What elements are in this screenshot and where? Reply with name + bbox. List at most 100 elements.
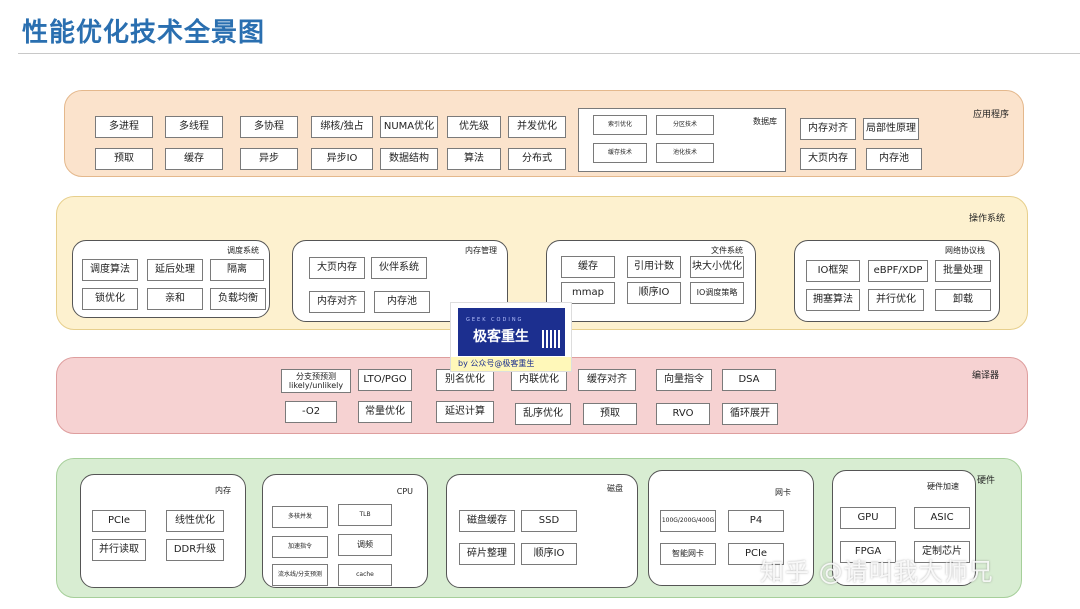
os-item: 块大小优化 (690, 256, 744, 278)
os-item: 缓存 (561, 256, 615, 278)
fs-group: 文件系统 (546, 240, 756, 322)
hw-item: 磁盘缓存 (459, 510, 515, 532)
os-item: mmap (561, 282, 615, 304)
app-item: 多线程 (165, 116, 223, 138)
app-item: 异步 (240, 148, 298, 170)
hw-item: P4 (728, 510, 784, 532)
os-item: 大页内存 (309, 257, 365, 279)
os-item: 延后处理 (147, 259, 203, 281)
compiler-item: 常量优化 (358, 401, 412, 423)
compiler-item: RVO (656, 403, 710, 425)
qr-banner: GEEK CODING 极客重生 (458, 308, 565, 356)
app-item: NUMA优化 (380, 116, 438, 138)
os-item: eBPF/XDP (868, 260, 928, 282)
compiler-item: 内联优化 (511, 369, 567, 391)
hw-item: 并行读取 (92, 539, 146, 561)
qr-line2: 极客重生 (473, 329, 529, 345)
title-divider (18, 53, 1080, 54)
hw-accel-label: 硬件加速 (927, 482, 959, 491)
hw-cpu-label: CPU (396, 487, 413, 496)
hw-item: 线性优化 (166, 510, 224, 532)
layer-os-label: 操作系统 (968, 214, 1005, 224)
hw-item: 多核并发 (272, 506, 328, 528)
hw-item: GPU (840, 507, 896, 529)
compiler-item: LTO/PGO (358, 369, 412, 391)
os-item: 顺序IO (627, 282, 681, 304)
layer-application-label: 应用程序 (972, 110, 1009, 120)
qr-caption: by 公众号@极客重生 (458, 359, 535, 368)
qr-highlight (451, 357, 571, 371)
os-item: 负载均衡 (210, 288, 266, 310)
app-item: 局部性原理 (863, 118, 919, 140)
os-item: 隔离 (210, 259, 264, 281)
fs-label: 文件系统 (711, 246, 743, 255)
hw-item: 流水线/分支预测 (272, 564, 328, 586)
hw-item: FPGA (840, 541, 896, 563)
compiler-item: DSA (722, 369, 776, 391)
qr-code-icon (542, 330, 560, 348)
app-item: 并发优化 (508, 116, 566, 138)
os-item: 内存对齐 (309, 291, 365, 313)
compiler-item: 延迟计算 (436, 401, 494, 423)
app-item: 预取 (95, 148, 153, 170)
app-item: 数据结构 (380, 148, 438, 170)
os-item: 引用计数 (627, 256, 681, 278)
mm-label: 内存管理 (465, 246, 497, 255)
app-item: 多协程 (240, 116, 298, 138)
net-label: 网络协议栈 (945, 246, 985, 255)
sched-label: 调度系统 (227, 246, 259, 255)
os-item: 伙伴系统 (371, 257, 427, 279)
qr-line1: GEEK CODING (466, 317, 524, 323)
hw-item: DDR升级 (166, 539, 224, 561)
os-item: IO框架 (806, 260, 860, 282)
compiler-item: 别名优化 (436, 369, 494, 391)
app-item: 多进程 (95, 116, 153, 138)
app-item: 算法 (447, 148, 501, 170)
compiler-item: 乱序优化 (515, 403, 571, 425)
hw-item: ASIC (914, 507, 970, 529)
hw-item: 碎片整理 (459, 543, 515, 565)
hw-item: 智能网卡 (660, 543, 716, 565)
db-item: 索引优化 (593, 115, 647, 135)
hw-item: 100G/200G/400G (660, 510, 716, 532)
compiler-item: 分支预预测 likely/unlikely (281, 369, 351, 393)
os-item: 批量处理 (935, 260, 991, 282)
hw-item: cache (338, 564, 392, 586)
app-item: 优先级 (447, 116, 501, 138)
app-item: 内存池 (866, 148, 922, 170)
hw-item: PCIe (92, 510, 146, 532)
os-item: 调度算法 (82, 259, 138, 281)
page-title: 性能优化技术全景图 (22, 18, 266, 48)
compiler-item: -O2 (285, 401, 337, 423)
hw-item: SSD (521, 510, 577, 532)
os-item: 亲和 (147, 288, 203, 310)
watermark: 知乎 @请叫我大师兄 (760, 558, 994, 586)
hw-nic-label: 网卡 (775, 488, 791, 497)
hw-mem-label: 内存 (215, 486, 231, 495)
hw-item: PCIe (728, 543, 784, 565)
hw-item: 顺序IO (521, 543, 577, 565)
app-item: 分布式 (508, 148, 566, 170)
app-item: 异步IO (311, 148, 373, 170)
hw-item: 定制芯片 (914, 541, 970, 563)
app-item: 大页内存 (800, 148, 856, 170)
hw-item: 加速指令 (272, 536, 328, 558)
compiler-item: 预取 (583, 403, 637, 425)
os-item: 内存池 (374, 291, 430, 313)
compiler-item: 向量指令 (656, 369, 712, 391)
db-item: 分区技术 (656, 115, 714, 135)
database-label: 数据库 (753, 117, 777, 126)
app-item: 缓存 (165, 148, 223, 170)
layer-hardware-label: 硬件 (976, 476, 995, 486)
os-item: IO调度策略 (690, 282, 744, 304)
hw-disk-label: 磁盘 (607, 484, 623, 493)
os-item: 锁优化 (82, 288, 138, 310)
qr-badge: GEEK CODING 极客重生 by 公众号@极客重生 (450, 302, 572, 372)
os-item: 并行优化 (868, 289, 924, 311)
os-item: 卸载 (935, 289, 991, 311)
hw-item: 调频 (338, 534, 392, 556)
compiler-item: 缓存对齐 (578, 369, 636, 391)
db-item: 缓存技术 (593, 143, 647, 163)
db-item: 池化技术 (656, 143, 714, 163)
layer-compiler-label: 编译器 (971, 371, 999, 381)
